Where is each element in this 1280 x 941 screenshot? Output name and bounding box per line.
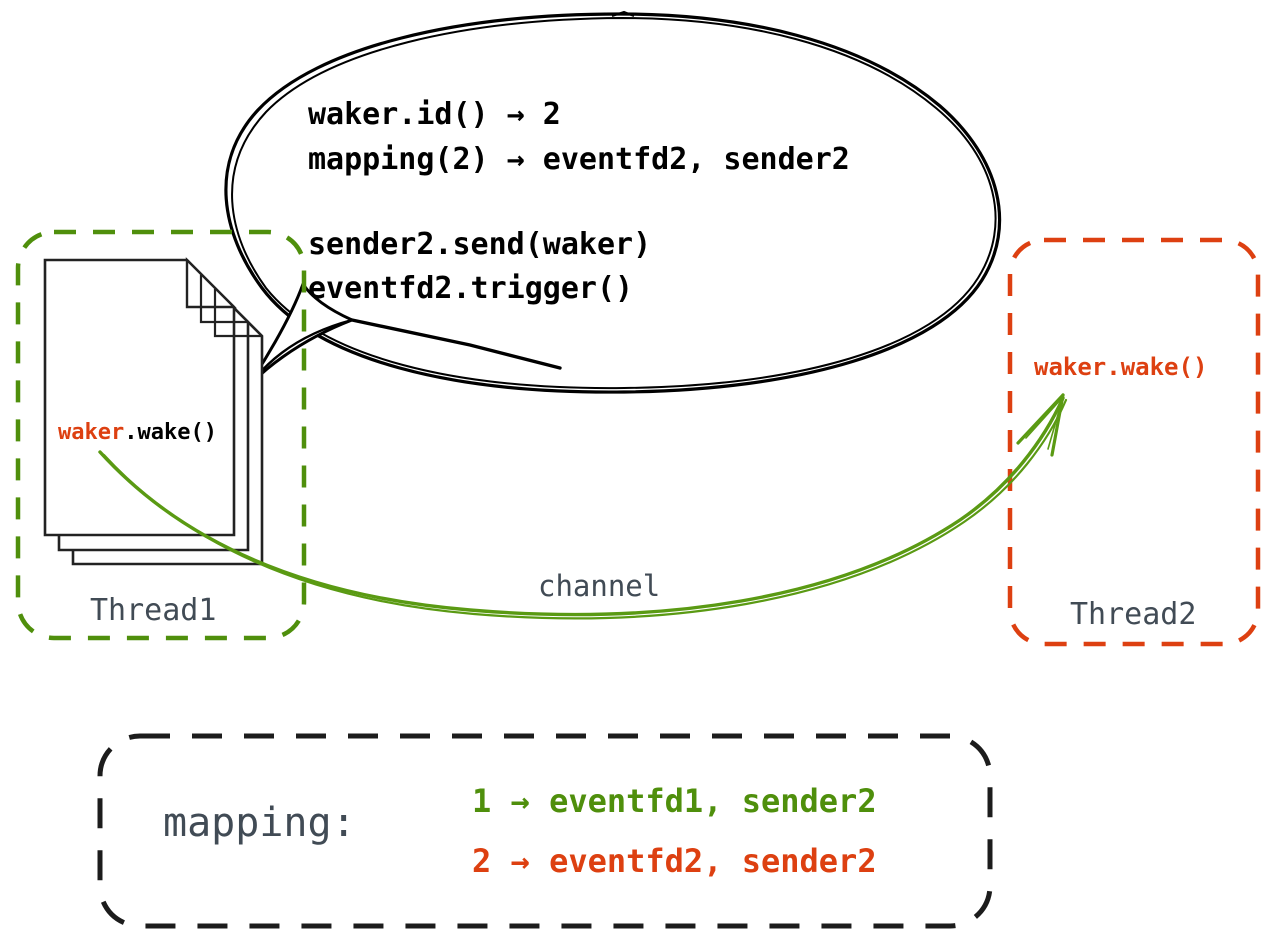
channel-connector <box>98 393 1068 620</box>
mapping-row-1-arrow-icon: → <box>510 782 530 820</box>
bubble-line-2: mapping(2) → eventfd2, sender2 <box>308 142 850 177</box>
bubble-top-nub <box>611 10 635 18</box>
bubble-line-5: eventfd2.trigger() <box>308 271 634 306</box>
mapping-row-2-spacer <box>491 842 510 880</box>
mapping-row-1-spacer <box>491 782 510 820</box>
document-fold-corner <box>185 257 237 309</box>
arrowhead-right-barb-thin <box>1047 396 1064 450</box>
document-sheet-1 <box>43 258 236 537</box>
document-code-rest: .wake() <box>124 420 217 445</box>
mapping-row-2-value: eventfd2, sender2 <box>549 842 877 880</box>
thread1-document-stack <box>43 257 264 566</box>
arrowhead-left-barb-thin <box>1025 396 1064 439</box>
bubble-tail-lower-sweep <box>350 318 562 370</box>
mapping-row-2-arrow-icon: → <box>510 842 530 880</box>
bubble-outline-2 <box>231 17 997 390</box>
bubble-tail <box>239 282 354 398</box>
mapping-row-2: 2 → eventfd2, sender2 <box>472 845 877 877</box>
speech-bubble <box>224 10 1002 398</box>
bubble-line-4: sender2.send(waker) <box>308 227 652 262</box>
thread2-boundary <box>1007 237 1261 647</box>
mapping-row-1: 1 → eventfd1, sender2 <box>472 785 877 817</box>
channel-curve-shadow <box>102 398 1068 620</box>
document-fold-corner-3 <box>213 289 262 338</box>
mapping-row-2-key: 2 <box>472 842 492 880</box>
bubble-outline-1 <box>224 12 1002 394</box>
thread2-label: Thread2 <box>1070 597 1197 632</box>
thread1-boundary <box>15 229 307 641</box>
channel-label: channel <box>538 569 661 603</box>
mapping-row-2-spacer2 <box>530 842 549 880</box>
thread2-code-text: waker.wake() <box>1034 353 1208 381</box>
document-code-accent: waker <box>58 420 125 445</box>
mapping-title: mapping: <box>163 800 356 846</box>
arrowhead-left-barb <box>1016 393 1065 445</box>
mapping-row-1-value: eventfd1, sender2 <box>549 782 877 820</box>
bubble-line-1: waker.id() → 2 <box>308 97 561 132</box>
thread2-dashed-rect <box>1007 237 1261 647</box>
thread1-dashed-rect <box>15 229 307 641</box>
mapping-row-1-key: 1 <box>472 782 492 820</box>
mapping-row-1-spacer2 <box>530 782 549 820</box>
thread1-label: Thread1 <box>90 593 217 628</box>
document-fold-corner-2 <box>199 275 248 324</box>
document-code-text: waker.wake() <box>58 422 217 444</box>
